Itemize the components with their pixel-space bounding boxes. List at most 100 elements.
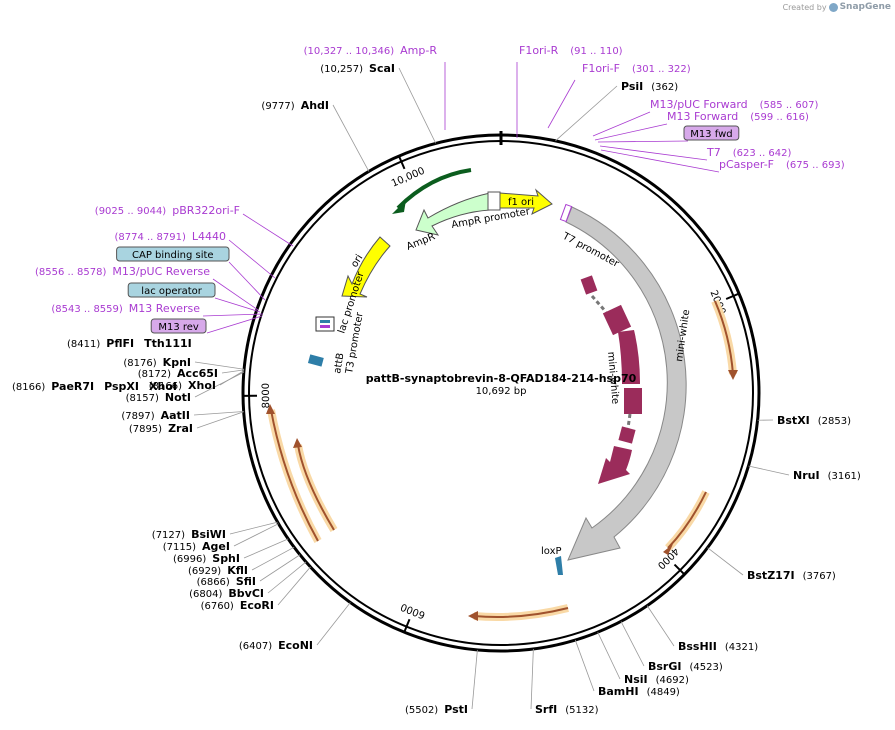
primer-label[interactable]: pCasper-F(675 .. 693): [719, 158, 845, 171]
restriction-site-label[interactable]: (10,257)ScaI: [320, 62, 395, 75]
site-leader-line: [575, 640, 594, 691]
site-part: (4523): [689, 662, 722, 673]
site-leader-line: [598, 632, 620, 679]
restriction-site-label[interactable]: BamHI(4849): [598, 685, 680, 698]
site-part: ZraI: [168, 422, 193, 435]
site-part: PstI: [444, 703, 468, 716]
site-part: (6760): [201, 601, 234, 612]
site-part: (4849): [647, 687, 680, 698]
site-leader-line: [472, 650, 477, 709]
site-part: AhdI: [301, 99, 329, 112]
primer-leader-line: [601, 150, 719, 172]
primer-leader-line: [229, 240, 275, 278]
site-part: BssHII: [678, 640, 717, 653]
site-leader-line: [244, 539, 288, 558]
primer-label[interactable]: (9025 .. 9044)pBR322ori-F: [95, 204, 240, 217]
primer-label[interactable]: (8556 .. 8578)M13/pUC Reverse: [35, 265, 210, 278]
primer-leader-line: [548, 80, 575, 128]
site-part: EcoRI: [240, 599, 274, 612]
feature-layer: f1 ori AmpR promoter AmpR ori lac promot…: [266, 170, 738, 621]
restriction-site-label[interactable]: (7115) AgeI: [163, 540, 230, 553]
site-part: (7127): [152, 530, 185, 541]
site-part: (8172): [138, 369, 171, 380]
restriction-site-label[interactable]: PsiI(362): [621, 80, 678, 93]
feature-attb: [308, 354, 324, 366]
feature-label-mini-white-gray: mini-white: [674, 309, 692, 363]
primer-leader-line: [598, 141, 688, 142]
restriction-site-label[interactable]: (7127) BsiWI: [152, 528, 226, 541]
site-part: AgeI: [202, 540, 230, 553]
site-part: (10,257): [320, 64, 363, 75]
feature-box-label[interactable]: M13 rev: [158, 322, 199, 333]
restriction-site-label[interactable]: (5502) PstI: [405, 703, 468, 716]
tick-label: 8000: [261, 383, 272, 409]
site-part: XhoI: [188, 379, 216, 392]
site-part: BsiWI: [191, 528, 226, 541]
site-part: BbvCI: [228, 587, 264, 600]
orf-arrow-top-head: [392, 200, 406, 214]
site-part: (2853): [818, 416, 851, 427]
restriction-site-label[interactable]: BssHII(4321): [678, 640, 758, 653]
site-part: (6804): [189, 589, 222, 600]
site-part: (3161): [828, 471, 861, 482]
primer-leader-line: [213, 279, 258, 310]
primer-labels: (10,327 .. 10,346)Amp-R F1ori-R(91 .. 110…: [35, 44, 845, 333]
site-part: (5502): [405, 705, 438, 716]
restriction-site-label[interactable]: (6760) EcoRI: [201, 599, 274, 612]
credit-prefix: Created by: [783, 3, 827, 12]
restriction-site-label[interactable]: NruI (3161): [793, 469, 861, 482]
site-part: (7115): [163, 542, 196, 553]
site-leader-line: [555, 86, 617, 141]
primer-label[interactable]: (10,327 .. 10,346)Amp-R: [304, 44, 438, 57]
restriction-site-label[interactable]: (7895)ZraI: [129, 422, 193, 435]
feature-lac-promoter: [316, 317, 334, 331]
primer-label[interactable]: F1ori-F(301 .. 322): [582, 62, 691, 75]
site-part: EcoNI: [278, 639, 313, 652]
site-leader-line: [278, 567, 310, 605]
site-leader-line: [647, 606, 674, 646]
feature-box-label[interactable]: lac operator: [141, 286, 202, 297]
restriction-site-label[interactable]: (6804) BbvCI: [189, 587, 264, 600]
restriction-site-label[interactable]: (6996)SphI: [173, 552, 240, 565]
primer-label[interactable]: (8543 .. 8559)M13 Reverse: [51, 302, 200, 315]
site-leader-line: [748, 466, 789, 475]
feature-box-label[interactable]: CAP binding site: [132, 250, 214, 261]
site-part: (8176): [123, 358, 156, 369]
site-part: (4692): [656, 675, 689, 686]
primer-label[interactable]: F1ori-R(91 .. 110): [519, 44, 623, 57]
feature-cap-site: [320, 320, 330, 323]
primer-leader-line: [215, 298, 260, 312]
site-part: NruI: [793, 469, 820, 482]
feature-ampr-promoter: [488, 192, 500, 210]
site-leader-line: [260, 555, 300, 581]
restriction-site-label[interactable]: BstZ17I(3767): [747, 569, 836, 582]
tick-label: 10,000: [390, 166, 426, 190]
site-part: AatII: [161, 409, 190, 422]
site-part: (6407): [239, 641, 272, 652]
site-part: PsiI: [621, 80, 643, 93]
site-leader-line: [333, 105, 369, 171]
primer-label[interactable]: M13 Forward(599 .. 616): [667, 110, 809, 123]
restriction-site-label[interactable]: (8176) KpnI: [123, 356, 191, 369]
restriction-site-label[interactable]: (9777) AhdI: [261, 99, 329, 112]
feature-label-f1-ori: f1 ori: [508, 197, 534, 208]
site-leader-line: [621, 621, 644, 666]
site-part: (9777): [261, 101, 294, 112]
feature-box-label[interactable]: M13 fwd: [690, 129, 732, 140]
feature-lac-operator: [320, 325, 330, 328]
primer-leader-line: [243, 214, 293, 246]
site-leader-line: [531, 649, 533, 709]
restriction-site-label[interactable]: BsrGI(4523): [648, 660, 723, 673]
restriction-site-label[interactable]: BstXI(2853): [777, 414, 851, 427]
restriction-site-label[interactable]: SrfI(5132): [535, 703, 599, 716]
primer-label[interactable]: (8774 .. 8791)L4440: [114, 230, 226, 243]
restriction-site-label[interactable]: (7897)AatII: [121, 409, 190, 422]
site-leader-line: [317, 602, 350, 645]
restriction-site-label[interactable]: (6407) EcoNI: [239, 639, 313, 652]
restriction-site-label[interactable]: (6929)KflI: [188, 564, 248, 577]
snapgene-logo-icon: [829, 3, 838, 12]
site-part: KpnI: [163, 356, 191, 369]
